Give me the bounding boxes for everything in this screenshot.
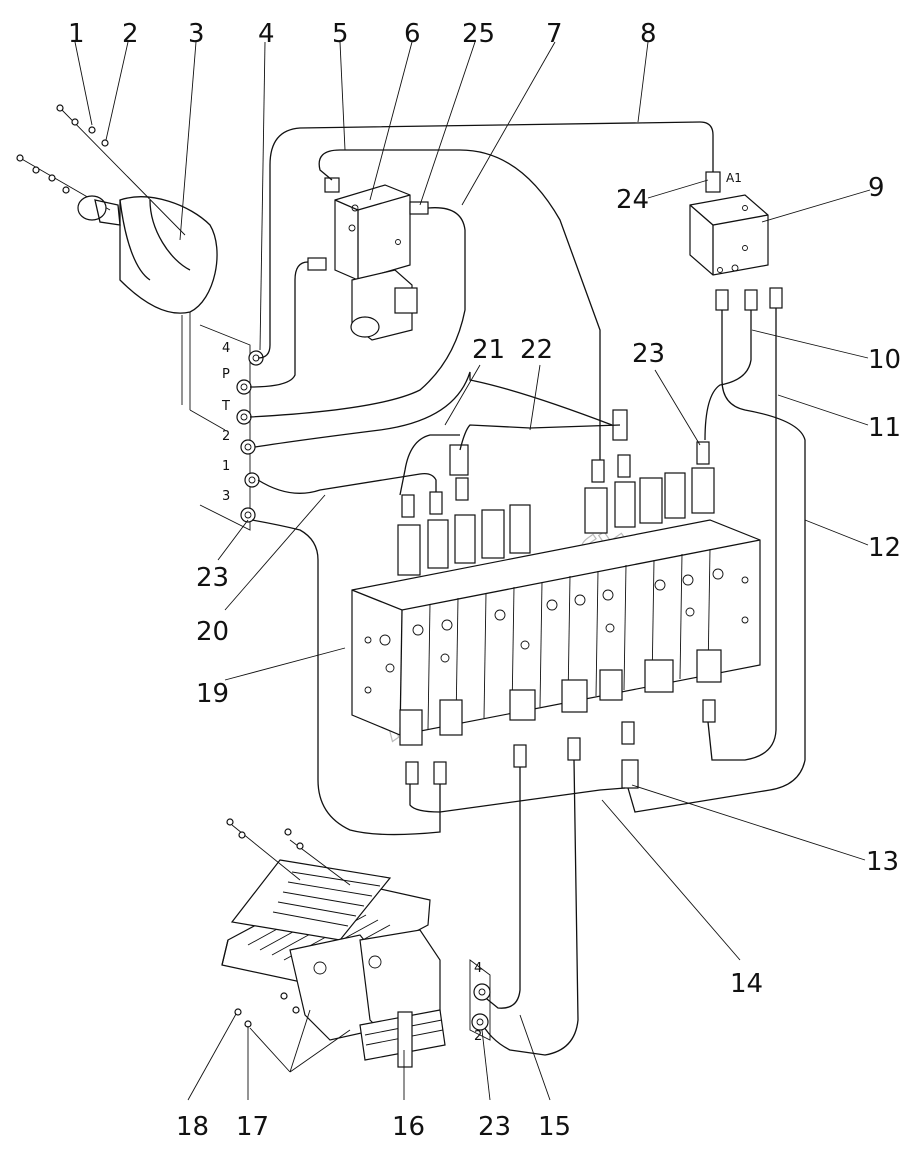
callout-15: 15: [538, 1112, 571, 1142]
foot-port-2: 2: [474, 1029, 482, 1044]
callout-2: 2: [122, 19, 139, 49]
callout-9: 9: [868, 173, 885, 203]
foot-port-4: 4: [474, 961, 482, 976]
port-label-4: 4: [222, 341, 230, 356]
callout-16: 16: [392, 1112, 425, 1142]
callout-12: 12: [868, 533, 901, 563]
foot-pedal-ports: 4 2: [469, 959, 491, 1044]
callout-1: 1: [68, 19, 85, 49]
callout-24: 24: [616, 185, 649, 215]
joystick-port-block: 4 P T 2 1 3: [199, 324, 264, 531]
port-label-3: 3: [222, 489, 230, 504]
port-label-p: P: [222, 367, 230, 382]
callout-numbers: 1 2 3 4 5 6 25 7 8 24 9 10 11 12 13 14 2…: [68, 19, 901, 1142]
port-label-t: T: [221, 399, 230, 414]
hoses: [249, 121, 806, 1056]
joystick-assembly: [16, 104, 226, 431]
callout-22: 22: [520, 335, 553, 365]
leader-lines: [74, 41, 871, 1101]
callout-7: 7: [546, 19, 563, 49]
callout-23-left: 23: [196, 563, 229, 593]
foot-pedal-assembly: [221, 818, 446, 1073]
port-label-1: 1: [222, 459, 230, 474]
callout-10: 10: [868, 345, 901, 375]
callout-21: 21: [472, 335, 505, 365]
valve-block-9: A1: [689, 171, 783, 311]
callout-17: 17: [236, 1112, 269, 1142]
callout-14: 14: [730, 969, 763, 999]
callout-13: 13: [866, 847, 899, 877]
solenoid-valve: [307, 177, 429, 341]
callout-23-top: 23: [632, 339, 665, 369]
callout-25: 25: [462, 19, 495, 49]
port-label-2: 2: [222, 429, 230, 444]
callout-23-bottom: 23: [478, 1112, 511, 1142]
callout-3: 3: [188, 19, 205, 49]
callout-11: 11: [868, 413, 901, 443]
callout-4: 4: [258, 19, 275, 49]
port-label-a1: A1: [726, 171, 742, 185]
callout-18: 18: [176, 1112, 209, 1142]
callout-8: 8: [640, 19, 657, 49]
callout-6: 6: [404, 19, 421, 49]
callout-20: 20: [196, 617, 229, 647]
main-control-valve: [351, 467, 761, 746]
callout-5: 5: [332, 19, 349, 49]
callout-19: 19: [196, 679, 229, 709]
